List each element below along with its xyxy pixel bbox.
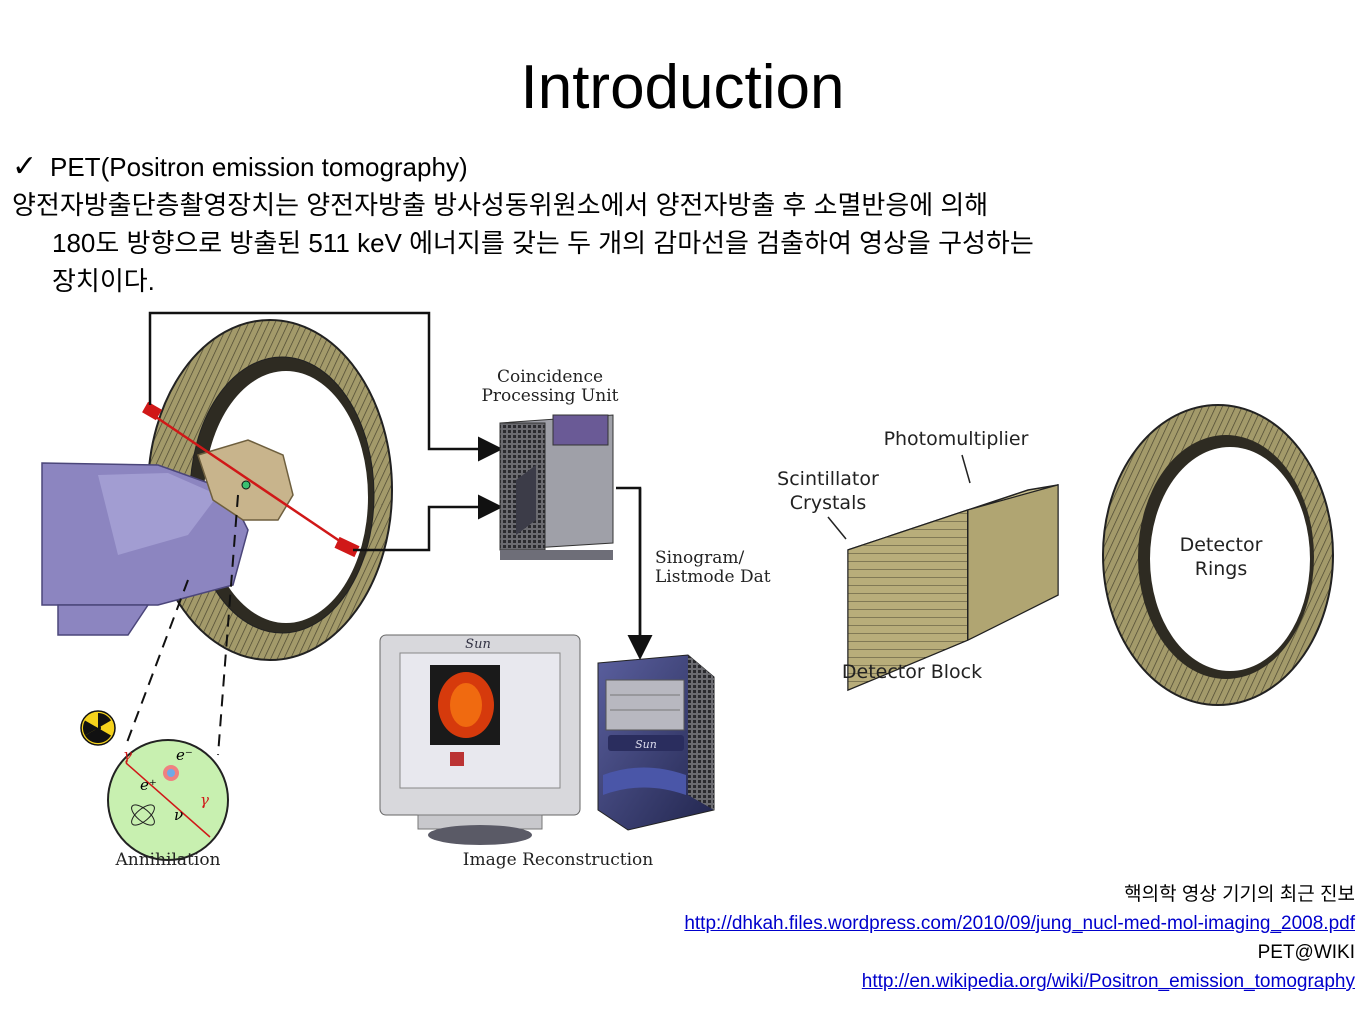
tower-sun-logo: Sun xyxy=(635,738,657,751)
zoom-lines xyxy=(125,494,239,756)
photomultiplier-label: Photomultiplier xyxy=(884,428,1029,450)
rings-label: Rings xyxy=(1195,558,1247,580)
gamma-label-1: γ xyxy=(123,746,132,764)
detector-block xyxy=(847,484,1059,692)
slide-title: Introduction xyxy=(520,53,845,122)
positron-label: e⁺ xyxy=(140,776,157,794)
reference-link-1[interactable]: http://dhkah.files.wordpress.com/2010/09… xyxy=(684,913,1355,934)
scintillator-label: Scintillator xyxy=(777,468,879,490)
crystals-label: Crystals xyxy=(790,492,867,514)
detector-label: Detector xyxy=(1180,534,1263,556)
bullet-line-3: 장치이다. xyxy=(52,266,155,296)
checkmark-icon: ✓ xyxy=(12,150,38,183)
line-of-response xyxy=(142,401,360,558)
gamma-label-2: γ xyxy=(200,791,209,809)
monitor-sun-logo: Sun xyxy=(465,637,491,652)
monitor-display: Sun xyxy=(379,634,581,845)
bullet-body: 양전자방출단층촬영장치는 양전자방출 방사성동위원소에서 양전자방출 후 소멸반… xyxy=(12,186,1357,300)
bullet-heading: ✓ PET(Positron emission tomography) xyxy=(12,150,468,184)
bullet-line-2: 180도 방향으로 방출된 511 keV 에너지를 갖는 두 개의 감마선을 … xyxy=(52,228,1034,258)
detector-rings xyxy=(1102,404,1334,706)
reference-link-2[interactable]: http://en.wikipedia.org/wiki/Positron_em… xyxy=(861,971,1355,992)
reference-title-1: 핵의학 영상 기기의 최근 진보 xyxy=(1124,884,1355,905)
electron-label: e⁻ xyxy=(176,746,193,764)
signal-wires xyxy=(148,311,653,660)
references: 핵의학 영상 기기의 최근 진보 http://dhkah.files.word… xyxy=(455,880,1355,996)
sinogram-label: Sinogram/ xyxy=(655,548,745,568)
patient-figure xyxy=(41,439,294,636)
neutrino-label: ν xyxy=(174,806,183,824)
pet-diagram: Coincidence Processing Unit Sinogram/ Li… xyxy=(38,305,1365,880)
detector-block-pointers xyxy=(827,454,971,540)
coincidence-processing-unit xyxy=(499,414,614,560)
coincidence-label: Coincidence xyxy=(497,367,603,387)
reference-title-2: PET@WIKI xyxy=(1257,942,1355,963)
radiation-icon xyxy=(80,710,116,746)
detector-block-label: Detector Block xyxy=(842,661,982,683)
bullet-heading-text: PET(Positron emission tomography) xyxy=(50,152,468,182)
pet-diagram-svg: Coincidence Processing Unit Sinogram/ Li… xyxy=(41,311,1334,870)
annihilation-diagram: e⁻ e⁺ γ γ ν xyxy=(107,739,229,861)
reconstruction-workstation: Sun xyxy=(597,654,715,831)
bullet-line-1: 양전자방출단층촬영장치는 양전자방출 방사성동위원소에서 양전자방출 후 소멸반… xyxy=(12,190,989,220)
image-reconstruction-label: Image Reconstruction xyxy=(463,850,654,870)
annihilation-label: Annihilation xyxy=(114,850,220,870)
processing-unit-label: Processing Unit xyxy=(481,386,618,406)
listmode-label: Listmode Dat xyxy=(655,567,771,587)
